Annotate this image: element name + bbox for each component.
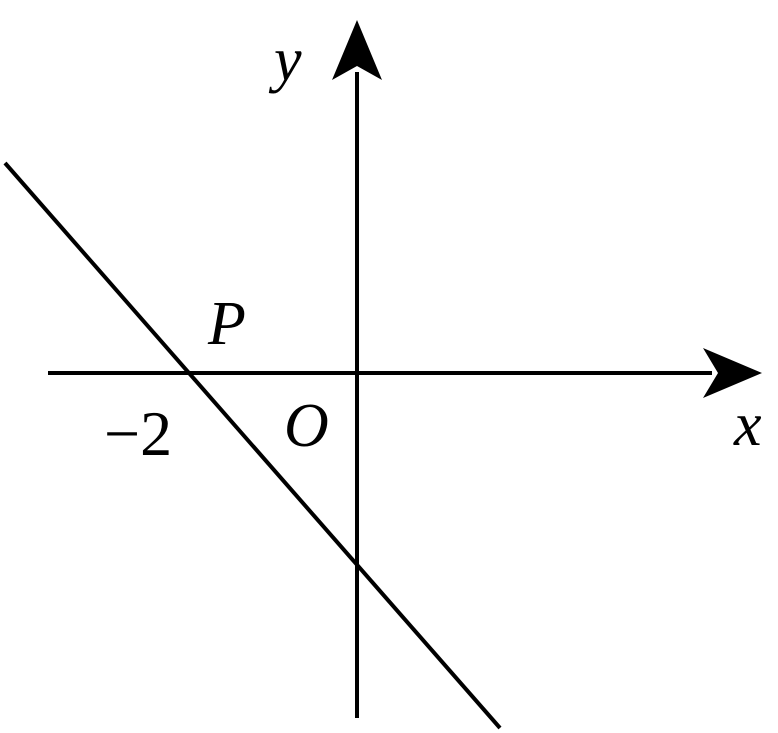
y-axis-label: y [268, 26, 302, 94]
x-axis-arrowhead [703, 348, 762, 398]
origin-label: O [284, 392, 329, 460]
tick-label-minus-2: −2 [104, 398, 172, 469]
line-through-p [3, 161, 502, 730]
y-axis-arrowhead [332, 20, 382, 80]
point-p-label: P [207, 290, 246, 358]
x-axis-label: x [733, 391, 762, 459]
